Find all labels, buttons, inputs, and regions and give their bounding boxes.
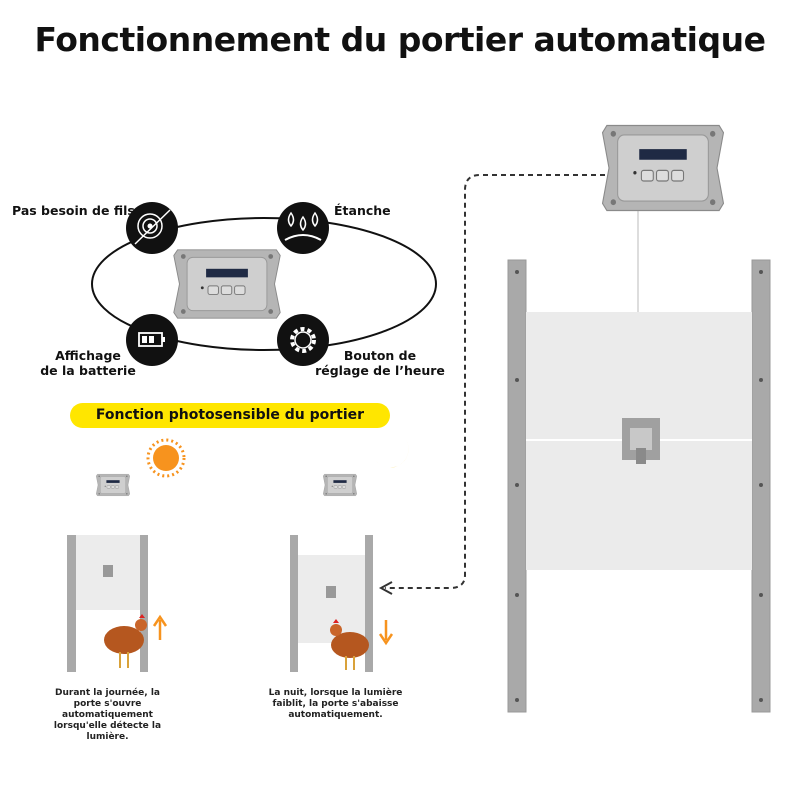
caption-day: Durant la journée, la porte s'ouvre auto… — [53, 688, 162, 742]
controller-small-night — [323, 474, 357, 496]
controller-image — [173, 249, 281, 319]
sun-icon — [146, 438, 186, 478]
controller-image-large — [601, 124, 725, 212]
photosensitive-banner: Fonction photosensible du portier — [70, 403, 390, 428]
moon-icon — [375, 438, 409, 468]
door-post — [67, 535, 76, 672]
no-wire-icon — [126, 202, 178, 254]
door-post — [365, 535, 373, 672]
feature-label-no-wire: Pas besoin de fils — [12, 203, 135, 218]
gear-icon — [277, 314, 329, 366]
chicken-image — [330, 619, 369, 670]
feature-label-waterproof: Étanche — [334, 203, 391, 218]
feature-label-time-button: Bouton de réglage de l’heure — [315, 348, 445, 378]
door-post — [140, 535, 148, 672]
arrow-up-icon — [152, 614, 168, 640]
feature-ring — [91, 217, 437, 351]
arrow-down-icon — [378, 620, 394, 646]
page-title: Fonctionnement du portier automatique — [34, 20, 766, 59]
dashed-connector — [385, 174, 605, 589]
door-post — [290, 535, 298, 672]
feature-label-battery: Affichage de la batterie — [40, 348, 136, 378]
chicken-image — [104, 614, 147, 668]
controller-small-day — [96, 474, 130, 496]
lock-bracket — [622, 418, 660, 464]
arrow-left-icon — [378, 581, 393, 595]
waterproof-drops-icon — [277, 202, 329, 254]
battery-icon — [126, 314, 178, 366]
caption-night: La nuit, lorsque la lumière faiblit, la … — [268, 688, 403, 720]
